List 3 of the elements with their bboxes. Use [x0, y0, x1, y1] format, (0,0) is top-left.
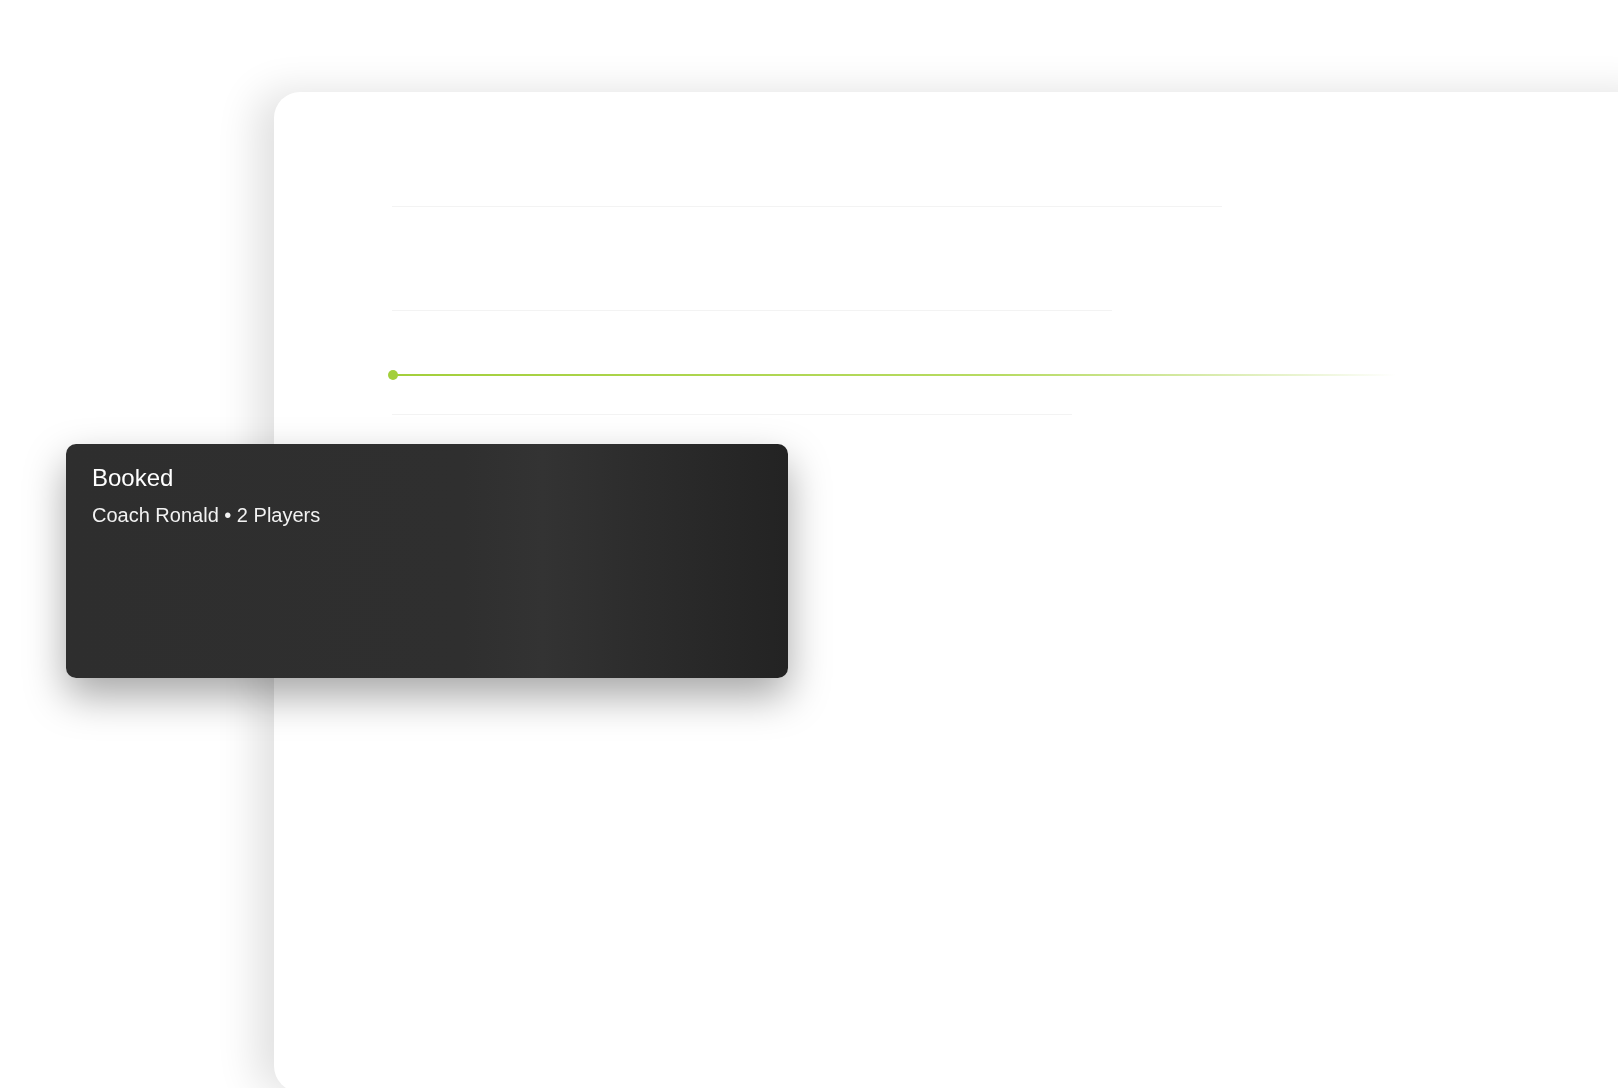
- status-title: Booked: [92, 464, 174, 492]
- booking-card: [66, 444, 788, 678]
- booking-details: Coach Ronald • 2 Players: [92, 504, 321, 527]
